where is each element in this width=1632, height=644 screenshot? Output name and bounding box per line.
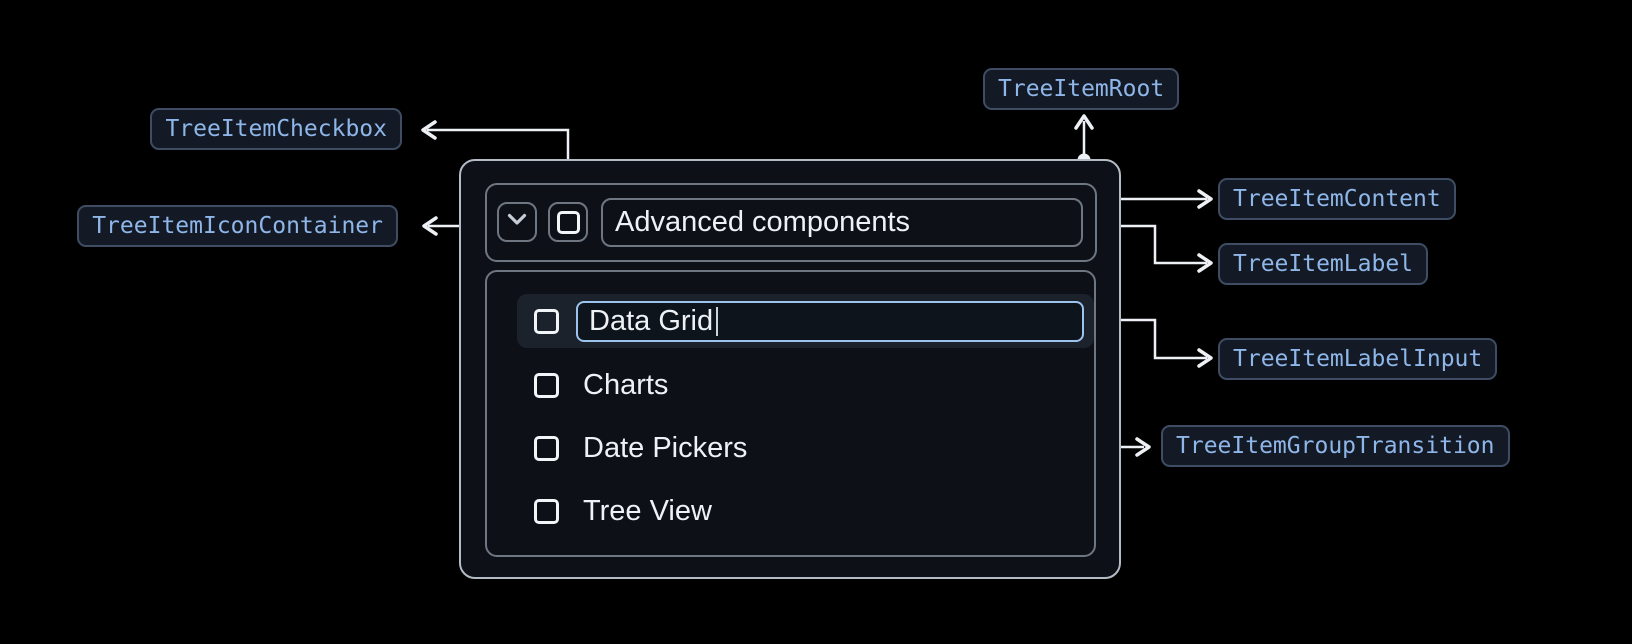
badge-tree-item-group-transition: TreeItemGroupTransition (1161, 425, 1510, 467)
badge-tree-item-icon-container: TreeItemIconContainer (77, 205, 398, 247)
row-checkbox[interactable] (534, 372, 559, 398)
tree-item-label: Advanced components (601, 198, 1083, 247)
badge-tree-item-root: TreeItemRoot (983, 68, 1180, 110)
text-caret (716, 306, 719, 336)
parent-label-text: Advanced components (615, 206, 911, 238)
chevron-down-icon (507, 213, 527, 231)
tree-item-root: Advanced components Data Grid Charts Dat… (459, 159, 1121, 579)
tree-item-row[interactable]: Tree View (534, 480, 712, 542)
tree-item-label-input[interactable]: Data Grid (576, 300, 1084, 342)
badge-tree-item-content: TreeItemContent (1218, 178, 1456, 220)
row-checkbox[interactable] (534, 308, 559, 334)
checkbox-unchecked-icon (556, 210, 580, 234)
expand-collapse-button[interactable] (497, 202, 537, 242)
row-label: Tree View (583, 494, 712, 527)
badge-tree-item-label: TreeItemLabel (1218, 243, 1429, 285)
label-input-value: Data Grid (589, 304, 714, 337)
tree-item-row[interactable]: Charts (534, 354, 668, 416)
tree-item-checkbox[interactable] (548, 202, 588, 242)
tree-item-content[interactable]: Advanced components (485, 183, 1097, 262)
tree-item-row-editing[interactable]: Data Grid (517, 294, 1094, 348)
badge-tree-item-checkbox: TreeItemCheckbox (150, 108, 402, 150)
row-checkbox[interactable] (534, 498, 559, 524)
badge-tree-item-label-input: TreeItemLabelInput (1218, 338, 1498, 380)
tree-item-row[interactable]: Date Pickers (534, 417, 747, 479)
row-label: Date Pickers (583, 431, 748, 464)
row-label: Charts (583, 368, 669, 401)
tree-item-group-transition: Data Grid Charts Date Pickers Tree View (485, 270, 1096, 557)
row-checkbox[interactable] (534, 435, 559, 461)
